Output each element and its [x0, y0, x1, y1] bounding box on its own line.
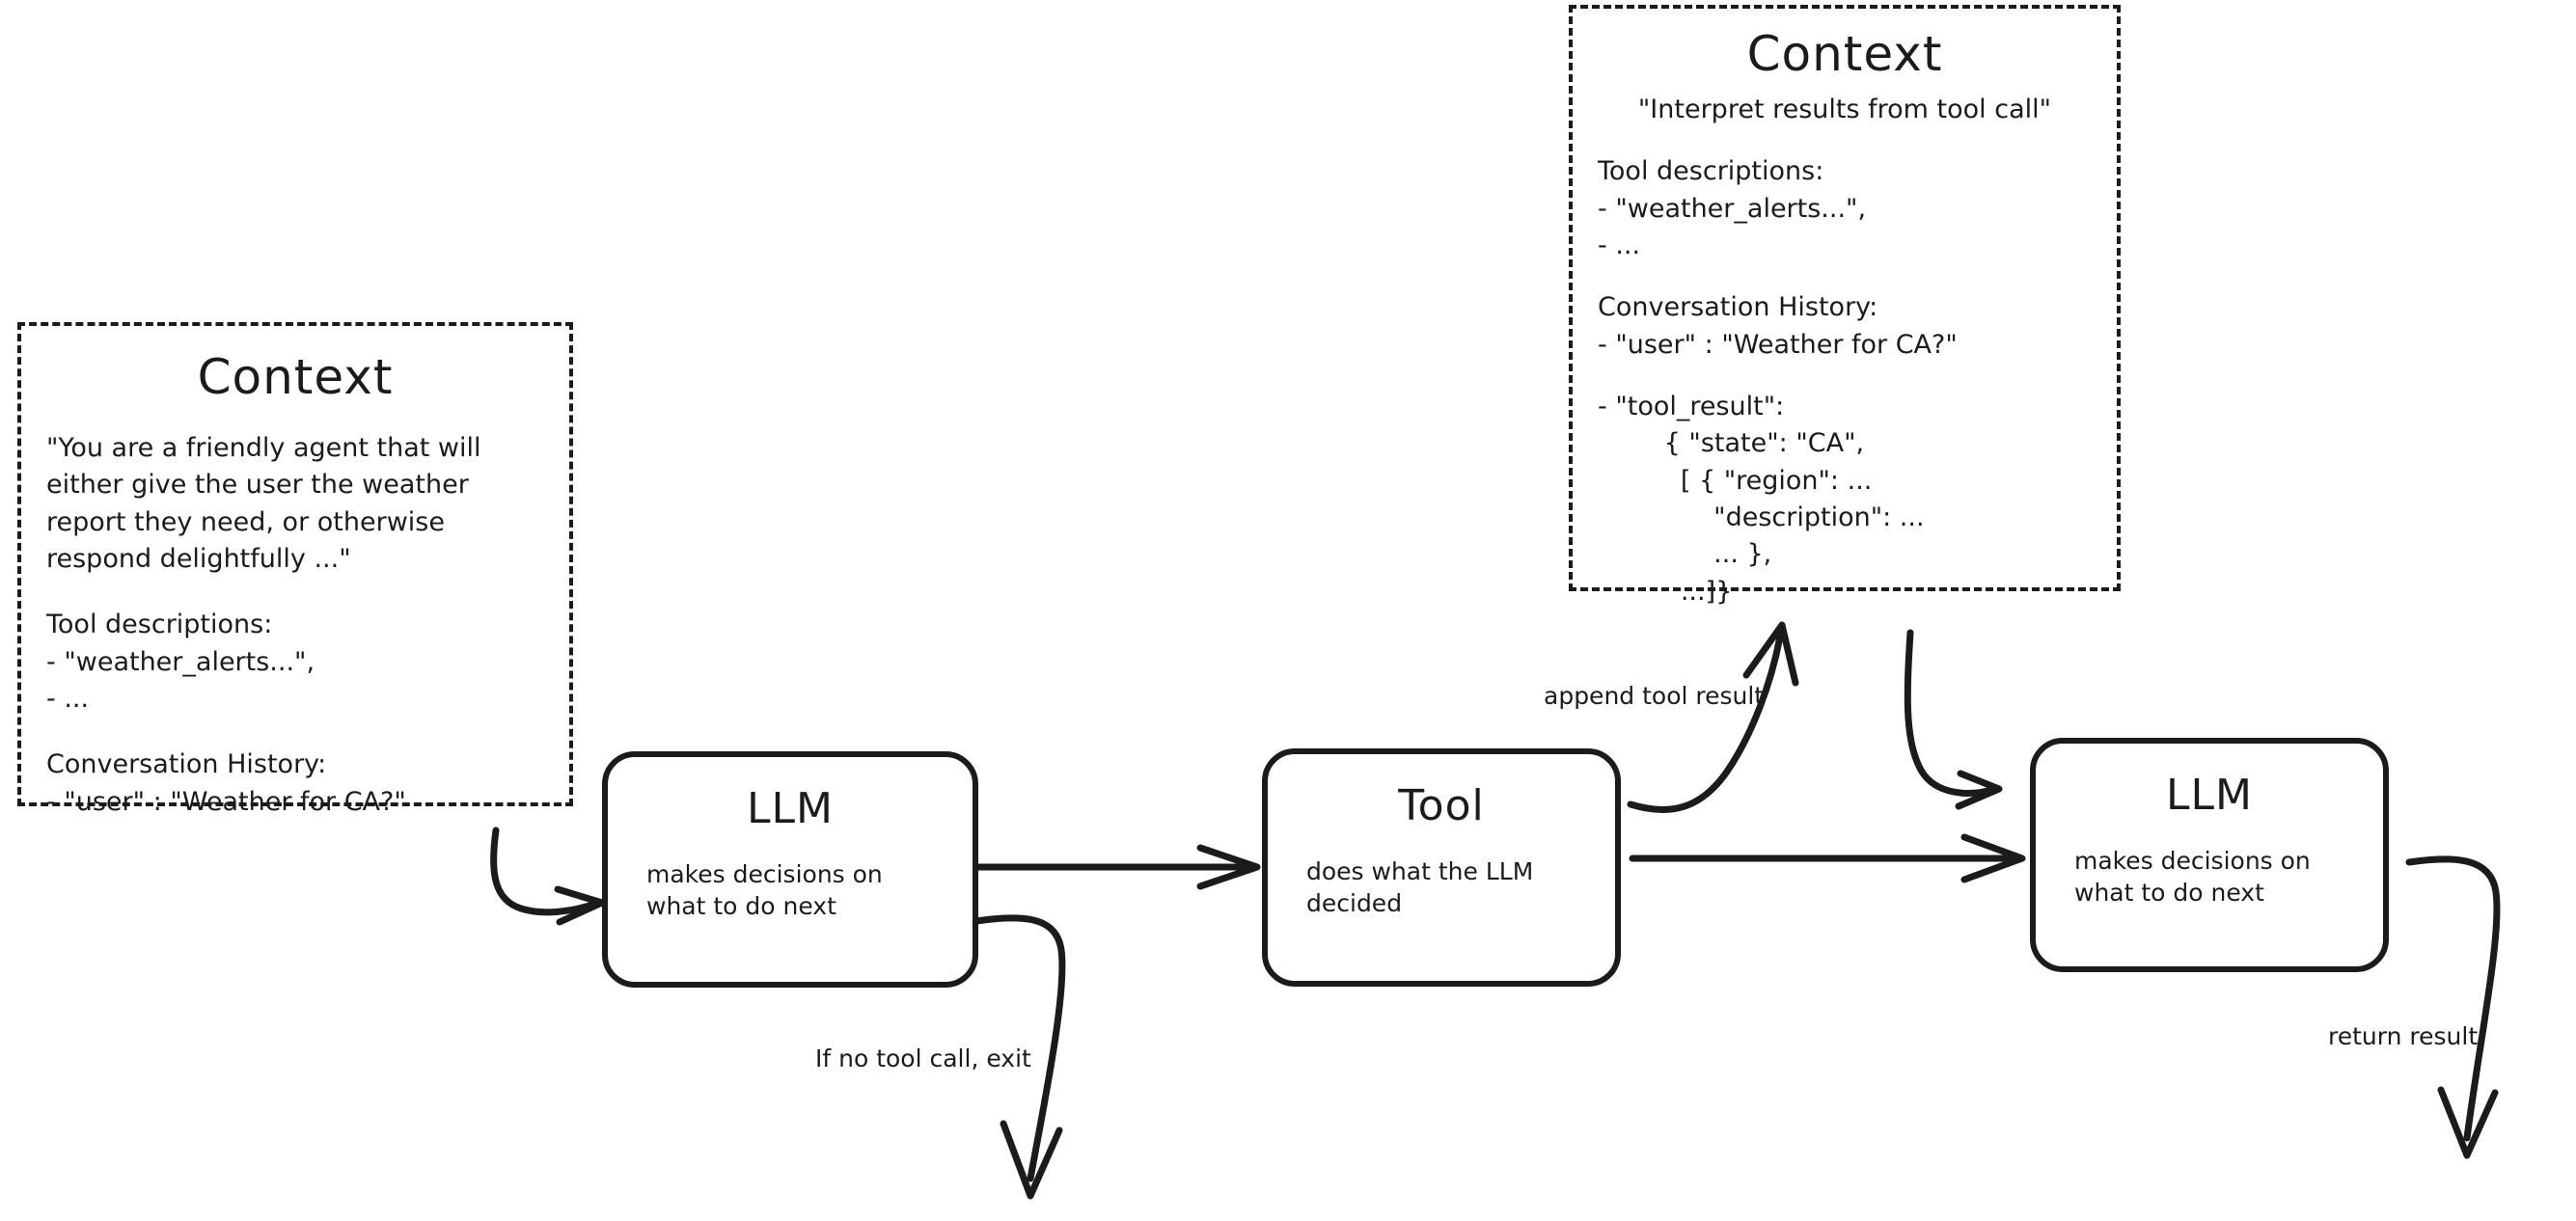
- node-tool-title: Tool: [1398, 781, 1485, 830]
- context-right-conversation-heading: Conversation History:: [1598, 292, 1878, 323]
- edge-label-append-tool-result: append tool result: [1544, 682, 1765, 710]
- context-box-right: Context "Interpret results from tool cal…: [1569, 5, 2121, 607]
- context-right-system-prompt: "Interpret results from tool call": [1637, 95, 2052, 124]
- context-right-tool-descriptions-heading: Tool descriptions:: [1598, 156, 1824, 187]
- context-right-tool-descriptions-items: - "weather_alerts...", - ...: [1598, 193, 1867, 260]
- arrow-tool-to-llm-second: [1629, 833, 2026, 883]
- arrow-append-tool-result: [1627, 621, 1799, 813]
- context-left-system-prompt: "You are a friendly agent that will eith…: [46, 433, 481, 574]
- arrow-llm-to-tool: [973, 844, 1261, 890]
- context-left-title: Context: [197, 349, 394, 405]
- arrow-return-result: [2405, 855, 2501, 1159]
- context-left-tool-descriptions-heading: Tool descriptions:: [46, 610, 273, 640]
- node-tool[interactable]: Tool does what the LLM decided: [1262, 748, 1621, 987]
- node-llm-first-title: LLM: [747, 784, 834, 833]
- node-tool-subtitle: does what the LLM decided: [1306, 857, 1534, 917]
- arrow-context-left-to-llm: [490, 827, 606, 926]
- context-box-left: Context "You are a friendly agent that w…: [17, 322, 573, 817]
- edge-label-return-result: return result: [2328, 1022, 2479, 1050]
- context-right-title: Context: [1746, 26, 1943, 82]
- context-right-tool-result: - "tool_result": { "state": "CA", [ { "r…: [1598, 391, 1925, 607]
- node-llm-first-subtitle: makes decisions on what to do next: [646, 860, 883, 920]
- context-left-conversation-heading: Conversation History:: [46, 749, 327, 780]
- edge-label-if-no-tool-call-exit: If no tool call, exit: [815, 1045, 1031, 1072]
- context-left-tool-descriptions-items: - "weather_alerts...", - ...: [46, 646, 315, 714]
- context-right-conversation-items: - "user" : "Weather for CA?": [1598, 329, 1958, 360]
- node-llm-second-title: LLM: [2166, 771, 2253, 820]
- context-left-conversation-items: - "user" : "Weather for CA?": [46, 786, 406, 817]
- node-llm-first[interactable]: LLM makes decisions on what to do next: [602, 751, 978, 988]
- node-llm-second[interactable]: LLM makes decisions on what to do next: [2030, 738, 2389, 972]
- arrow-context-right-to-llm-second: [1904, 629, 2003, 810]
- node-llm-second-subtitle: makes decisions on what to do next: [2074, 847, 2311, 907]
